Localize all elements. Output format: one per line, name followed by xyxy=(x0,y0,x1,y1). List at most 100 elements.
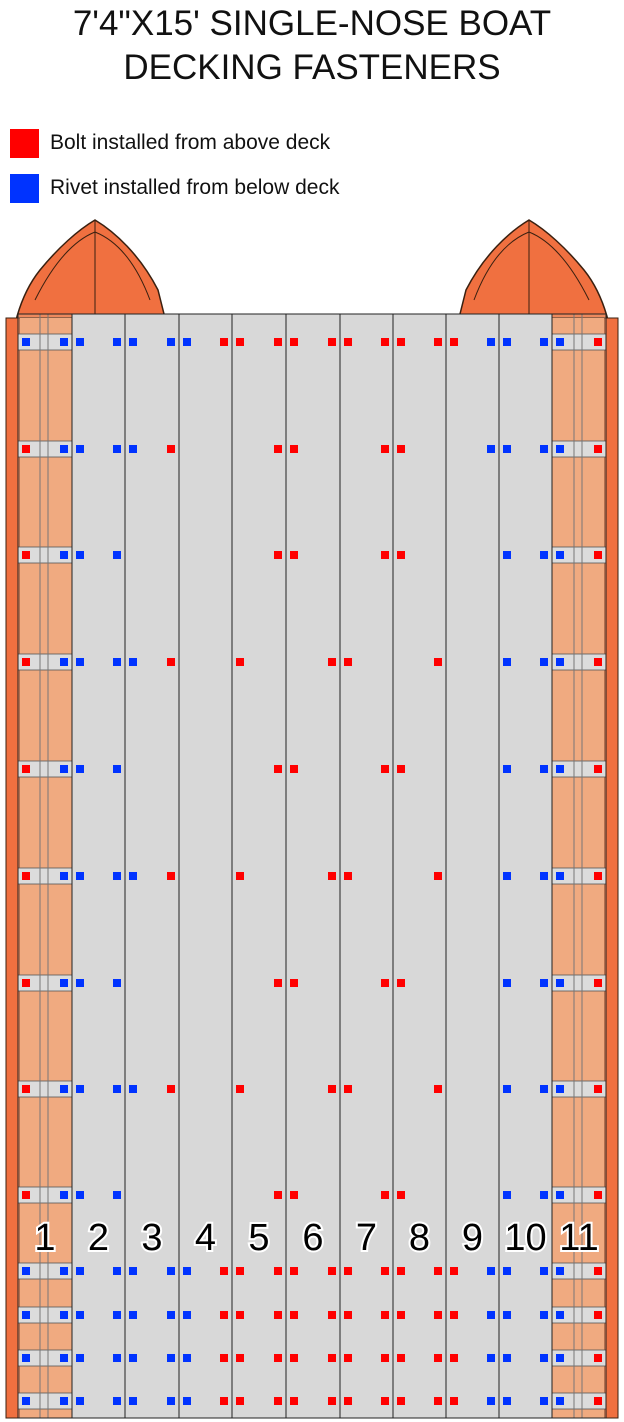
rivet-marker-2L xyxy=(76,551,84,559)
rivet-marker-1R xyxy=(60,1397,68,1405)
bolt-marker-7L xyxy=(344,1085,352,1093)
rivet-marker-2R xyxy=(113,445,121,453)
bolt-marker-6R xyxy=(328,658,336,666)
bolt-marker-8L xyxy=(397,338,405,346)
pontoon-right xyxy=(458,219,619,1419)
bolt-marker-6R xyxy=(328,1354,336,1362)
rivet-marker-3L xyxy=(129,1311,137,1319)
bolt-marker-7L xyxy=(344,1354,352,1362)
rivet-marker-1R xyxy=(60,338,68,346)
rivet-marker-10L xyxy=(503,1354,511,1362)
rivet-marker-11L xyxy=(556,765,564,773)
board-label-3: 3 xyxy=(141,1217,162,1259)
rivet-marker-11L xyxy=(556,872,564,880)
bolt-marker-5R xyxy=(274,1267,282,1275)
bolt-marker-11R xyxy=(594,551,602,559)
rivet-marker-10R xyxy=(540,658,548,666)
board-label-9: 9 xyxy=(462,1217,483,1259)
bolt-marker-5R xyxy=(274,1311,282,1319)
bolt-marker-5L xyxy=(236,872,244,880)
rivet-marker-10L xyxy=(503,445,511,453)
bolt-marker-6R xyxy=(328,1397,336,1405)
rivet-marker-3L xyxy=(129,338,137,346)
bolt-marker-6L xyxy=(290,1311,298,1319)
rivet-marker-1R xyxy=(60,445,68,453)
rivet-marker-10L xyxy=(503,765,511,773)
rivet-marker-3R xyxy=(167,1267,175,1275)
bolt-marker-5L xyxy=(236,1267,244,1275)
rivet-marker-10L xyxy=(503,872,511,880)
board-label-1: 1 xyxy=(34,1217,55,1259)
bolt-marker-11R xyxy=(594,445,602,453)
bolt-marker-7R xyxy=(381,765,389,773)
bolt-marker-11R xyxy=(594,1267,602,1275)
rivet-marker-2L xyxy=(76,1267,84,1275)
rivet-marker-1R xyxy=(60,872,68,880)
rivet-marker-10R xyxy=(540,1085,548,1093)
rivet-marker-2R xyxy=(113,1267,121,1275)
bolt-marker-4R xyxy=(220,338,228,346)
deck-board-8 xyxy=(392,313,447,1419)
bolt-marker-3R xyxy=(167,658,175,666)
rivet-marker-1L xyxy=(22,1397,30,1405)
board-label-7: 7 xyxy=(356,1217,377,1259)
bolt-marker-7R xyxy=(381,979,389,987)
rivet-marker-4L xyxy=(183,1267,191,1275)
bolt-marker-8L xyxy=(397,1354,405,1362)
rivet-marker-10L xyxy=(503,1397,511,1405)
rivet-marker-3L xyxy=(129,1085,137,1093)
rivet-marker-10R xyxy=(540,979,548,987)
bolt-marker-6L xyxy=(290,551,298,559)
bolt-marker-8R xyxy=(434,1354,442,1362)
bolt-swatch xyxy=(10,128,39,158)
bolt-marker-5L xyxy=(236,338,244,346)
rivet-marker-2R xyxy=(113,765,121,773)
bolt-marker-5L xyxy=(236,1085,244,1093)
bolt-marker-6L xyxy=(290,765,298,773)
rivet-marker-1L xyxy=(22,1311,30,1319)
rivet-marker-11L xyxy=(556,338,564,346)
rivet-marker-4L xyxy=(183,1397,191,1405)
rivet-marker-10L xyxy=(503,338,511,346)
bolt-marker-8L xyxy=(397,1311,405,1319)
rivet-marker-1R xyxy=(60,765,68,773)
rivet-marker-11L xyxy=(556,658,564,666)
board-label-6: 6 xyxy=(302,1217,323,1259)
rivet-marker-1L xyxy=(22,1354,30,1362)
bolt-marker-7L xyxy=(344,1267,352,1275)
bolt-marker-8L xyxy=(397,1397,405,1405)
rivet-marker-10L xyxy=(503,1085,511,1093)
rivet-marker-2L xyxy=(76,658,84,666)
rivet-marker-3R xyxy=(167,1397,175,1405)
bolt-marker-8L xyxy=(397,979,405,987)
rivet-marker-1R xyxy=(60,551,68,559)
bolt-marker-8R xyxy=(434,658,442,666)
bolt-marker-7L xyxy=(344,872,352,880)
rivet-marker-11L xyxy=(556,1267,564,1275)
bolt-marker-1L xyxy=(22,445,30,453)
rivet-marker-2L xyxy=(76,1397,84,1405)
rivet-marker-3R xyxy=(167,1354,175,1362)
bolt-marker-7L xyxy=(344,1311,352,1319)
rivet-marker-9R xyxy=(487,338,495,346)
rivet-marker-2R xyxy=(113,338,121,346)
bolt-marker-7R xyxy=(381,1267,389,1275)
bolt-marker-4R xyxy=(220,1354,228,1362)
rivet-marker-10R xyxy=(540,1354,548,1362)
bolt-marker-5R xyxy=(274,338,282,346)
bolt-marker-8R xyxy=(434,1311,442,1319)
deck-board-2 xyxy=(71,313,126,1419)
bolt-marker-5R xyxy=(274,445,282,453)
bolt-marker-11R xyxy=(594,1191,602,1199)
title-line-1: 7'4"X15' SINGLE-NOSE BOAT xyxy=(72,4,552,43)
rivet-marker-2L xyxy=(76,1311,84,1319)
bolt-marker-8L xyxy=(397,765,405,773)
bolt-marker-8L xyxy=(397,1191,405,1199)
bolt-marker-1L xyxy=(22,1085,30,1093)
title-line-2: DECKING FASTENERS xyxy=(123,48,501,87)
bolt-marker-8R xyxy=(434,1085,442,1093)
bolt-marker-9L xyxy=(450,1354,458,1362)
bolt-marker-8R xyxy=(434,1397,442,1405)
board-label-5: 5 xyxy=(248,1217,269,1259)
